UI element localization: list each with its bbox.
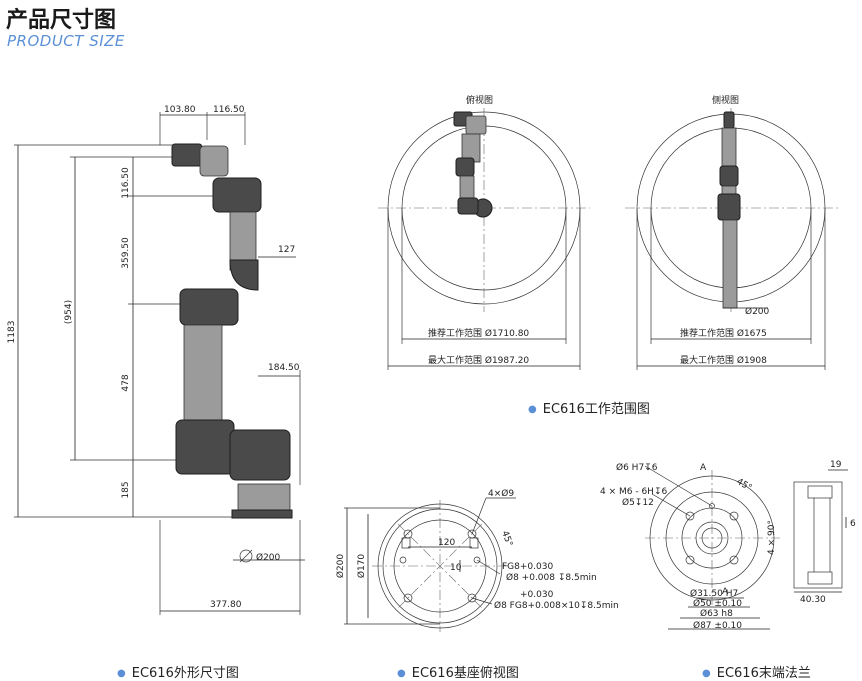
- page-title: 产品尺寸图: [6, 8, 117, 33]
- side-base-dia: Ø200: [745, 306, 770, 317]
- dim-184-50: 184.50: [268, 363, 300, 373]
- flange-side-len: 40.30: [800, 595, 826, 605]
- base-fit1-line1: FG8+0.030: [502, 562, 553, 572]
- flange-pcd: 4 × 90°: [767, 520, 777, 555]
- flange-callout-2: 4 × M6 - 6H↧6: [600, 487, 667, 497]
- flange-d3: Ø63 h8: [700, 608, 733, 619]
- flange-callout-1: Ø6 H7↧6: [616, 462, 658, 473]
- dim-478: 478: [121, 374, 131, 391]
- base-angle: 45°: [499, 530, 514, 548]
- caption-workspace: ●EC616工作范围图: [528, 402, 650, 417]
- flange-d2: Ø50 ±0.10: [693, 598, 742, 609]
- top-view-label: 俯视图: [466, 94, 493, 106]
- base-dia-170: Ø170: [356, 554, 367, 579]
- dim-377-80: 377.80: [210, 600, 242, 610]
- dim-total-1183: 1183: [7, 321, 17, 344]
- side-view-label: 侧视图: [712, 94, 739, 106]
- side-max-range: 最大工作范围 Ø1908: [680, 354, 767, 366]
- flange-callout-3: Ø5↧12: [622, 497, 654, 508]
- caption-base: ●EC616基座俯视图: [397, 666, 519, 681]
- dim-103-80: 103.80: [164, 105, 196, 115]
- robot-side-view: 103.80 116.50 1183 (954) 116.50 359.50 4…: [7, 105, 305, 615]
- base-hole-callout: 4×Ø9: [488, 488, 514, 499]
- base-fit1-line2: Ø8 +0.008 ↧8.5min: [506, 572, 597, 583]
- workspace-top-view: 俯视图 推荐工作范围 Ø1710.80 最大工作范围 Ø1987.20: [378, 94, 590, 370]
- dim-359-50: 359.50: [121, 237, 131, 269]
- end-flange-view: Ø6 H7↧6 4 × M6 - 6H↧6 Ø5↧12 A A 45° 4 × …: [600, 460, 856, 631]
- dim-127: 127: [278, 245, 295, 255]
- base-fit2-line1: +0.030: [520, 590, 554, 600]
- side-recommended-range: 推荐工作范围 Ø1675: [680, 327, 767, 339]
- flange-side-w19: 19: [830, 460, 842, 470]
- bullet-icon: ●: [397, 668, 406, 679]
- page-subtitle: PRODUCT SIZE: [7, 32, 125, 50]
- bullet-icon: ●: [528, 404, 537, 415]
- bullet-icon: ●: [117, 668, 126, 679]
- dim-116-50-top: 116.50: [213, 105, 245, 115]
- base-dia-200: Ø200: [335, 554, 346, 579]
- bullet-icon: ●: [702, 668, 711, 679]
- flange-section-a-top: A: [700, 463, 707, 473]
- top-recommended-range: 推荐工作范围 Ø1710.80: [428, 327, 529, 339]
- workspace-side-view: 侧视图 Ø200 推荐工作范围 Ø1675 最大工作范围 Ø1908: [625, 94, 838, 370]
- base-fit2-line2: Ø8 FG8+0.008×10↧8.5min: [494, 600, 619, 611]
- flange-d1: Ø31.50 H7: [690, 588, 738, 599]
- base-w120: 120: [438, 538, 455, 548]
- dim-reach-954: (954): [64, 300, 74, 324]
- caption-outline: ●EC616外形尺寸图: [117, 666, 239, 681]
- dim-185: 185: [121, 481, 131, 498]
- top-max-range: 最大工作范围 Ø1987.20: [428, 354, 529, 366]
- dim-base-200: Ø200: [256, 552, 281, 563]
- flange-section-a-bottom: A: [722, 587, 729, 597]
- dim-116-50: 116.50: [121, 167, 131, 199]
- flange-d4: Ø87 ±0.10: [693, 620, 742, 631]
- flange-side-h6: 6: [850, 519, 856, 529]
- flange-angle: 45°: [735, 477, 754, 494]
- base-h10: 10: [450, 563, 462, 573]
- base-top-view: Ø200 Ø170 4×Ø9 45° 120 10 FG8+0.030 Ø8 +…: [335, 488, 619, 632]
- caption-flange: ●EC616末端法兰: [702, 666, 811, 681]
